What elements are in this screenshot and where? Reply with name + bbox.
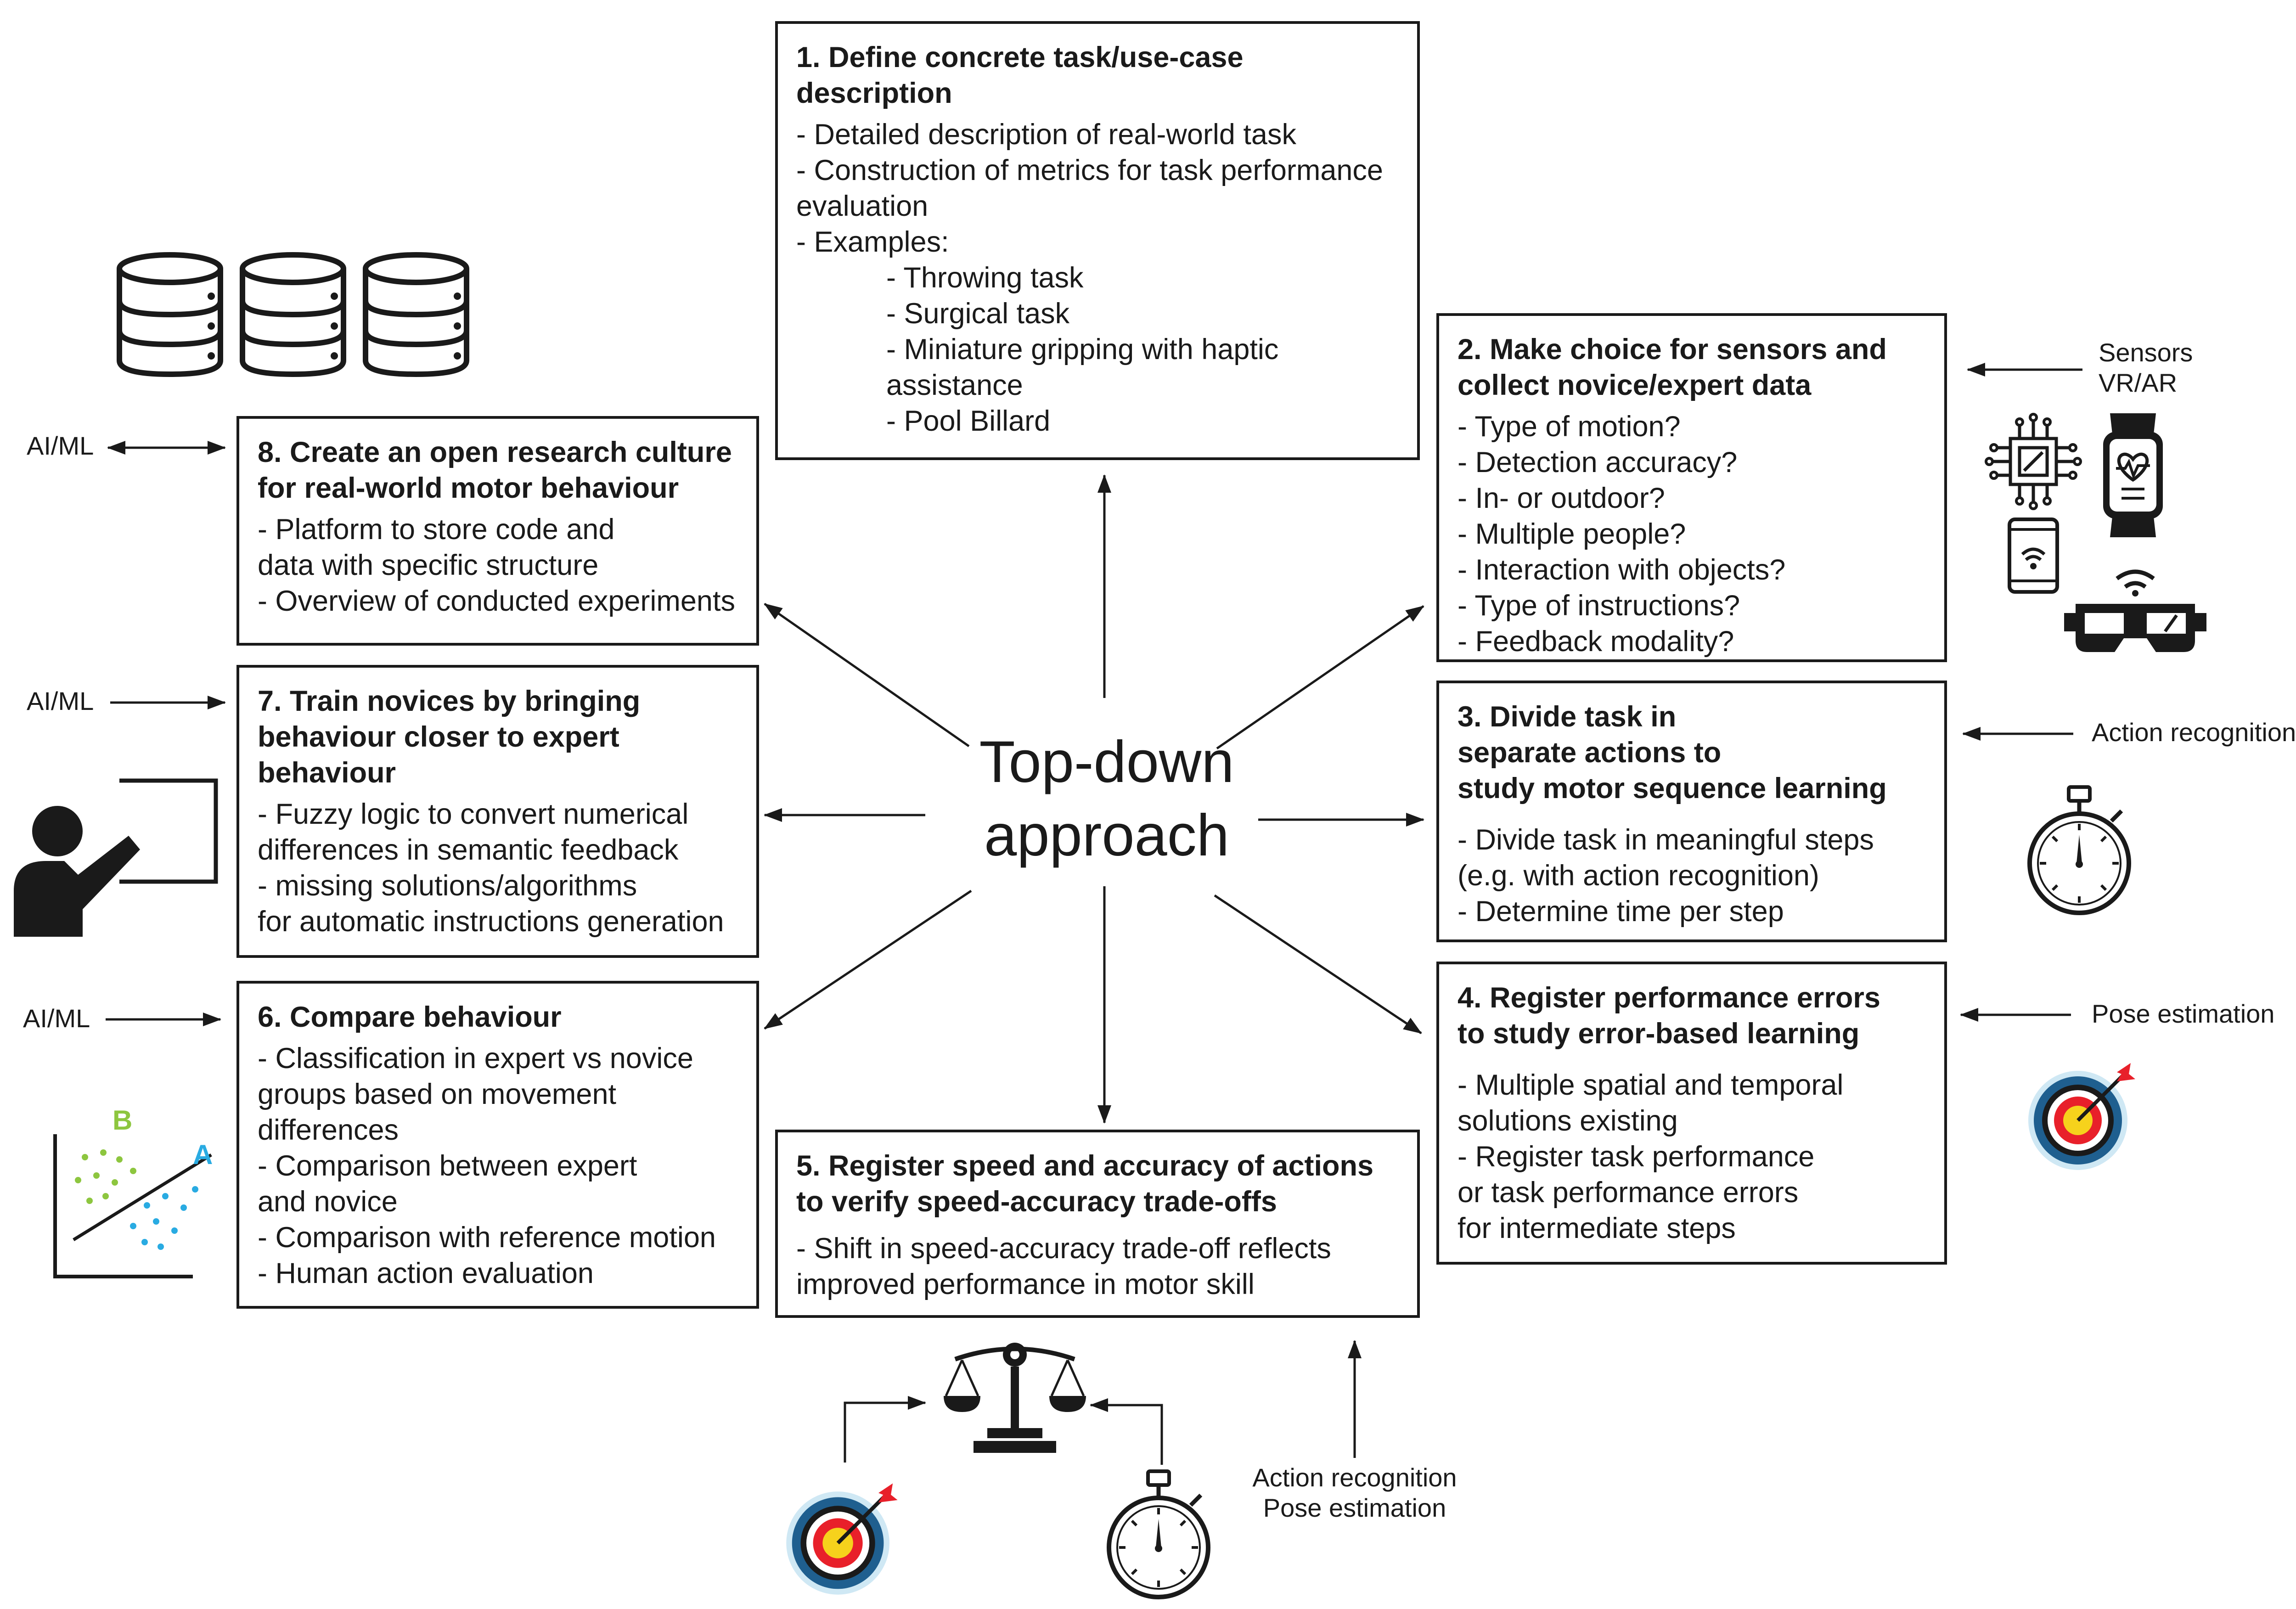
scatter-label-b: B (113, 1105, 132, 1136)
ai-ml-label: AI/ML (27, 686, 94, 715)
box-2-title: 2. Make choice for sensors and collect n… (1458, 333, 1887, 401)
arrow-target-to-scale (844, 1396, 926, 1463)
box-6-item: - Classification in expert vs novice gro… (258, 1042, 693, 1146)
box-1-title: 1. Define concrete task/use-case descrip… (796, 41, 1244, 109)
teacher-icon (14, 778, 218, 937)
box-7-title: 7. Train novices by bringing behaviour c… (258, 685, 641, 789)
box-4-item: - Multiple spatial and temporal solution… (1458, 1069, 1844, 1137)
box-1-define-task: 1. Define concrete task/use-case descrip… (775, 21, 1420, 460)
box-3-divide-task: 3. Divide task in separate actions to st… (1436, 681, 1947, 942)
box-2-item: - Type of motion? (1458, 411, 1681, 443)
box-2-item: - Detection accuracy? (1458, 446, 1738, 478)
box-7-item: - Fuzzy logic to convert numerical diffe… (258, 798, 689, 866)
ai-ml-label: AI/ML (27, 431, 94, 460)
box-6-compare-behaviour: 6. Compare behaviour - Classification in… (236, 981, 759, 1309)
box-4-performance-errors: 4. Register performance errors to study … (1436, 962, 1947, 1265)
box-1-example: - Miniature gripping with haptic assista… (886, 333, 1279, 401)
box-5-speed-accuracy: 5. Register speed and accuracy of action… (775, 1130, 1420, 1318)
box-2-item: - Interaction with objects? (1458, 554, 1786, 586)
box-2-sensors: 2. Make choice for sensors and collect n… (1436, 313, 1947, 662)
action-recognition-label: Action recognition (2092, 718, 2296, 747)
target-icon (786, 1483, 898, 1595)
box-1-item: - Examples: (796, 226, 949, 258)
box-8-title: 8. Create an open research culture for r… (258, 436, 732, 504)
box-7-item: - missing solutions/algorithms for autom… (258, 870, 724, 938)
box-3-item: - Determine time per step (1458, 895, 1784, 928)
smartphone-icon (2008, 518, 2059, 594)
arrow-to-box-6 (764, 889, 972, 1030)
box-3-title: 3. Divide task in separate actions to st… (1458, 701, 1887, 804)
box-6-item: - Comparison with reference motion (258, 1221, 716, 1254)
stopwatch-icon (1107, 1469, 1210, 1599)
box-6-item: - Comparison between expert and novice (258, 1150, 637, 1218)
box-3-item: - Divide task in meaningful steps (e.g. … (1458, 824, 1874, 892)
box-1-item: - Construction of metrics for task perfo… (796, 154, 1383, 222)
arrow-to-box-4 (1214, 894, 1422, 1035)
pose-estimation-label: Pose estimation (2092, 999, 2275, 1028)
box-2-item: - Multiple people? (1458, 518, 1686, 550)
vr-headset-icon (2064, 569, 2206, 652)
bottom-label: Action recognition Pose estimation (1252, 1463, 1457, 1522)
scatter-plot-icon: B A (53, 1105, 213, 1278)
box-1-example: - Surgical task (886, 298, 1070, 330)
box-8-item: - Overview of conducted experiments (258, 585, 735, 617)
box-4-item: - Register task performance or task perf… (1458, 1141, 1815, 1244)
box-7-train-novices: 7. Train novices by bringing behaviour c… (236, 665, 759, 958)
center-title: Top-down approach (979, 729, 1234, 868)
box-1-example: - Throwing task (886, 262, 1084, 294)
box-5-title: 5. Register speed and accuracy of action… (796, 1150, 1373, 1218)
arrow-to-box-8 (764, 602, 970, 748)
box-6-item: - Human action evaluation (258, 1257, 594, 1289)
box-2-item: - In- or outdoor? (1458, 482, 1665, 514)
sensors-label: Sensors VR/AR (2099, 338, 2193, 397)
target-icon (2028, 1063, 2135, 1170)
box-1-item: - Detailed description of real-world tas… (796, 118, 1296, 151)
box-5-item: - Shift in speed-accuracy trade-off refl… (796, 1232, 1331, 1300)
smartwatch-icon (2103, 413, 2163, 537)
box-8-item: - Platform to store code and data with s… (258, 513, 615, 581)
box-8-open-research: 8. Create an open research culture for r… (236, 416, 759, 646)
stopwatch-icon (2027, 785, 2131, 915)
database-icon (117, 252, 469, 377)
arrow-stopwatch-to-scale (1090, 1398, 1163, 1465)
box-1-example: - Pool Billard (886, 405, 1051, 437)
scale-icon (944, 1343, 1086, 1453)
scatter-label-a: A (193, 1139, 213, 1170)
box-6-title: 6. Compare behaviour (258, 1001, 562, 1033)
chip-icon (1985, 413, 2082, 510)
box-2-item: - Type of instructions? (1458, 590, 1740, 622)
box-4-title: 4. Register performance errors to study … (1458, 982, 1880, 1050)
ai-ml-label: AI/ML (23, 1004, 90, 1033)
box-2-item: - Feedback modality? (1458, 625, 1734, 658)
